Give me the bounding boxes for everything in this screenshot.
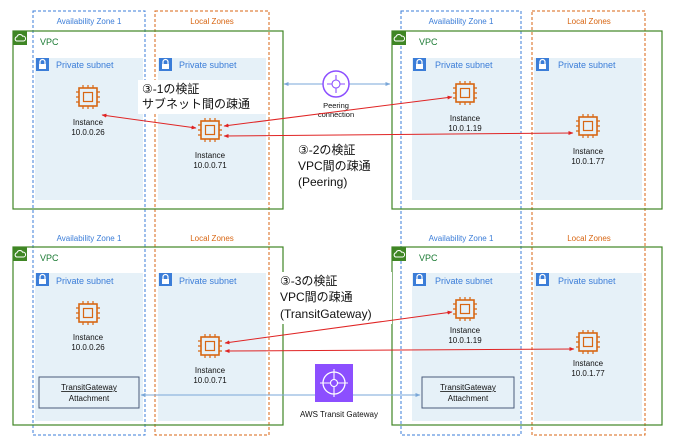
az-label: Availability Zone 1 [57,17,122,26]
local-zone-label: Local Zones [190,234,234,243]
note-3-3-line1: ③-3の検証 [280,274,337,288]
connectivity-arrow [224,310,453,345]
note-3-2-line2: VPC間の疎通 [298,159,371,173]
private-subnet-az [412,58,520,200]
subnet-label: Private subnet [179,60,237,70]
instance-name: Instance [73,333,104,342]
instance-ip: 10.0.1.77 [571,369,605,378]
instance-ip: 10.0.0.71 [193,161,227,170]
instance-name: Instance [450,114,481,123]
transit-gateway-attachment [38,376,140,409]
subnet-label: Private subnet [56,276,114,286]
transit-gateway-icon [315,364,353,402]
instance-name: Instance [450,326,481,335]
top-right-region: Availability Zone 1 Local Zones VPC Priv… [391,10,663,436]
bottom-left-region: Availability Zone 1 Local Zones VPC Priv… [12,234,284,426]
az-boundary [32,10,146,436]
subnet-lock-icon [35,272,50,287]
connectivity-arrow [224,347,575,353]
vpc-label: VPC [40,37,59,47]
private-subnet-local-zone [158,273,266,421]
note-3-2-line1: ③-2の検証 [298,143,355,157]
attachment-label-line1: TransitGateway [61,383,117,392]
local-zone-label: Local Zones [567,234,611,243]
subnet-label: Private subnet [179,276,237,286]
transit-gateway: AWS Transit Gateway [140,364,421,419]
vpc-label: VPC [419,37,438,47]
subnet-label: Private subnet [56,60,114,70]
note-3-1-line2: サブネット間の疎通 [142,96,250,111]
subnet-lock-icon [158,57,173,72]
instance-name: Instance [573,359,604,368]
note-3-3-line2: VPC間の疎通 [280,290,353,304]
subnet-lock-icon [412,272,427,287]
note-3-2-line3: (Peering) [298,175,347,189]
subnet-lock-icon [535,57,550,72]
transit-gateway-label: AWS Transit Gateway [300,410,378,419]
instance-name: Instance [573,147,604,156]
subnet-label: Private subnet [558,276,616,286]
az-label: Availability Zone 1 [429,234,494,243]
local-zone-label: Local Zones [567,17,611,26]
peering-label-line1: Peering [323,101,349,110]
local-zone-label: Local Zones [190,17,234,26]
vpc-cloud-icon [12,246,28,262]
az-boundary [400,10,522,436]
peering-connection-icon [322,70,350,98]
instance-ip: 10.0.0.26 [71,128,105,137]
bottom-right-region: Availability Zone 1 Local Zones VPC Priv… [391,234,663,426]
instance-name: Instance [195,151,226,160]
subnet-label: Private subnet [558,60,616,70]
private-subnet-local-zone [158,58,266,200]
attachment-label-line2: Attachment [448,394,489,403]
vpc-cloud-icon [12,30,28,46]
vpc-cloud-icon [391,30,407,46]
transit-gateway-attachment [421,376,515,409]
vpc-label: VPC [419,253,438,263]
vpc-label: VPC [40,253,59,263]
instance-name: Instance [73,118,104,127]
instance-name: Instance [195,366,226,375]
subnet-lock-icon [535,272,550,287]
attachment-label-line2: Attachment [69,394,110,403]
connectivity-arrow [223,131,574,138]
subnet-label: Private subnet [435,276,493,286]
az-label: Availability Zone 1 [57,234,122,243]
note-3-1-line1: ③-1の検証 [142,82,199,96]
connectivity-arrow [101,113,197,130]
subnet-lock-icon [158,272,173,287]
private-subnet-local-zone [534,58,642,200]
vpc-cloud-icon [391,246,407,262]
subnet-lock-icon [412,57,427,72]
instance-ip: 10.0.0.71 [193,376,227,385]
local-zone-boundary [531,10,646,436]
local-zone-boundary [154,10,270,436]
connectivity-arrow [223,95,453,128]
note-3-3-line3: (TransitGateway) [280,307,372,321]
subnet-label: Private subnet [435,60,493,70]
instance-ip: 10.0.1.19 [448,124,482,133]
instance-ip: 10.0.0.26 [71,343,105,352]
instance-ip: 10.0.1.19 [448,336,482,345]
instance-ip: 10.0.1.77 [571,157,605,166]
attachment-label-line1: TransitGateway [440,383,496,392]
subnet-lock-icon [35,57,50,72]
az-label: Availability Zone 1 [429,17,494,26]
